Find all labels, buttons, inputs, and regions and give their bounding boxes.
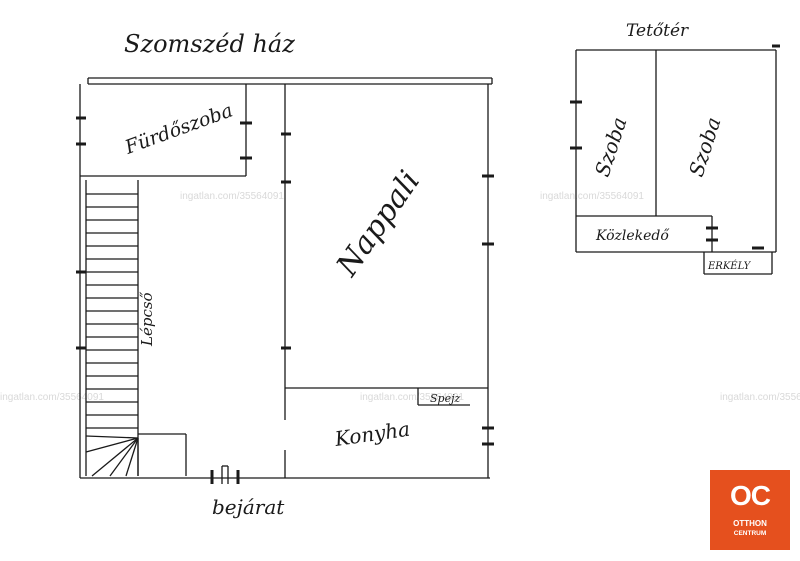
opening-marks bbox=[76, 116, 494, 484]
watermarks: ingatlan.com/35564091 ingatlan.com/35564… bbox=[0, 191, 800, 403]
watermark: ingatlan.com/35564091 bbox=[360, 392, 464, 403]
otthon-centrum-logo: OC OTTHON CENTRUM bbox=[710, 470, 790, 550]
logo-line2: CENTRUM bbox=[733, 530, 767, 537]
stair-winder bbox=[85, 435, 139, 439]
label-entrance: bejárat bbox=[212, 495, 285, 519]
logo-line1: OTTHON bbox=[733, 519, 767, 528]
stair-winder bbox=[125, 437, 139, 477]
ground-floor-walls bbox=[79, 77, 493, 479]
label-balcony: ERKÉLY bbox=[707, 260, 752, 272]
label-attic: Tetőtér bbox=[626, 21, 689, 41]
logo-mark: OC bbox=[730, 480, 771, 511]
staircase bbox=[85, 180, 187, 477]
stair-winder bbox=[91, 437, 139, 477]
label-pantry: Spejz bbox=[430, 392, 460, 405]
attic-walls bbox=[570, 44, 780, 275]
label-neighbor-house: Szomszéd ház bbox=[124, 30, 295, 58]
label-corridor: Közlekedő bbox=[595, 228, 670, 244]
watermark: ingatlan.com/35564091 bbox=[540, 191, 644, 202]
label-staircase: Lépcső bbox=[138, 291, 156, 347]
stair-winder bbox=[109, 437, 139, 477]
label-living-room: Nappali bbox=[329, 165, 427, 284]
watermark: ingatlan.com/35564091 bbox=[180, 191, 284, 202]
label-kitchen: Konyha bbox=[332, 417, 411, 451]
watermark: ingatlan.com/35564091 bbox=[0, 392, 104, 403]
label-room-1: Szoba bbox=[590, 114, 632, 179]
watermark: ingatlan.com/35564091 bbox=[720, 392, 800, 403]
label-bathroom: Fürdőszoba bbox=[121, 99, 235, 159]
stair-winder bbox=[85, 437, 139, 453]
label-room-2: Szoba bbox=[684, 114, 726, 179]
